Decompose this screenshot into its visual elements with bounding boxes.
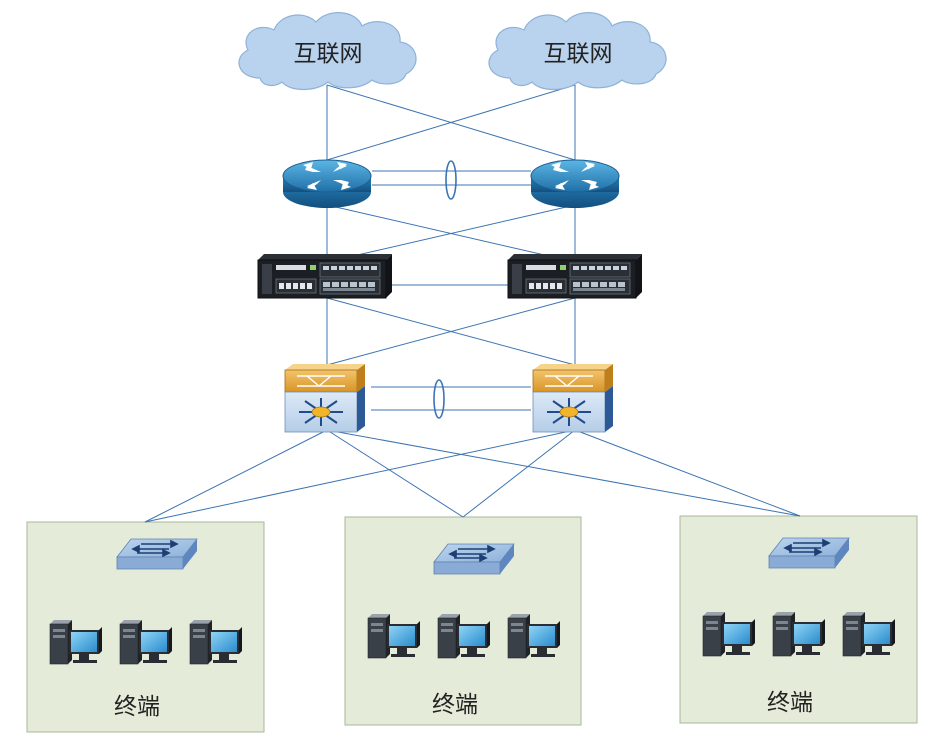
link-aggregation-icon (433, 379, 445, 419)
cloud-label: 互联网 (544, 41, 613, 67)
router-icon (282, 159, 372, 209)
internet-cloud-right: 互联网 (488, 12, 667, 91)
terminal-group-label: 终端 (767, 690, 813, 716)
link-core-access (462, 429, 576, 518)
link-core-access (574, 429, 801, 517)
terminal-group-label: 终端 (114, 694, 160, 720)
internet-cloud-left: 互联网 (238, 12, 417, 91)
link-core-access (326, 429, 801, 517)
access-switch-icon (116, 538, 198, 570)
firewall-icon (507, 253, 643, 299)
link-aggregation-icon (445, 160, 457, 200)
firewall-icon (257, 253, 393, 299)
link-core-access (326, 429, 464, 518)
link-router-firewall (326, 204, 576, 263)
terminal-group-label: 终端 (432, 692, 478, 718)
link-cloud-router (326, 84, 576, 161)
core-switch-icon (284, 363, 366, 433)
core-switch-icon (532, 363, 614, 433)
access-switch-icon (768, 537, 850, 569)
router-icon (530, 159, 620, 209)
link-firewall-core (326, 297, 576, 366)
access-switch-icon (433, 543, 515, 575)
link-core-access (144, 429, 576, 523)
cloud-label: 互联网 (294, 41, 363, 67)
link-core-access (144, 429, 328, 523)
